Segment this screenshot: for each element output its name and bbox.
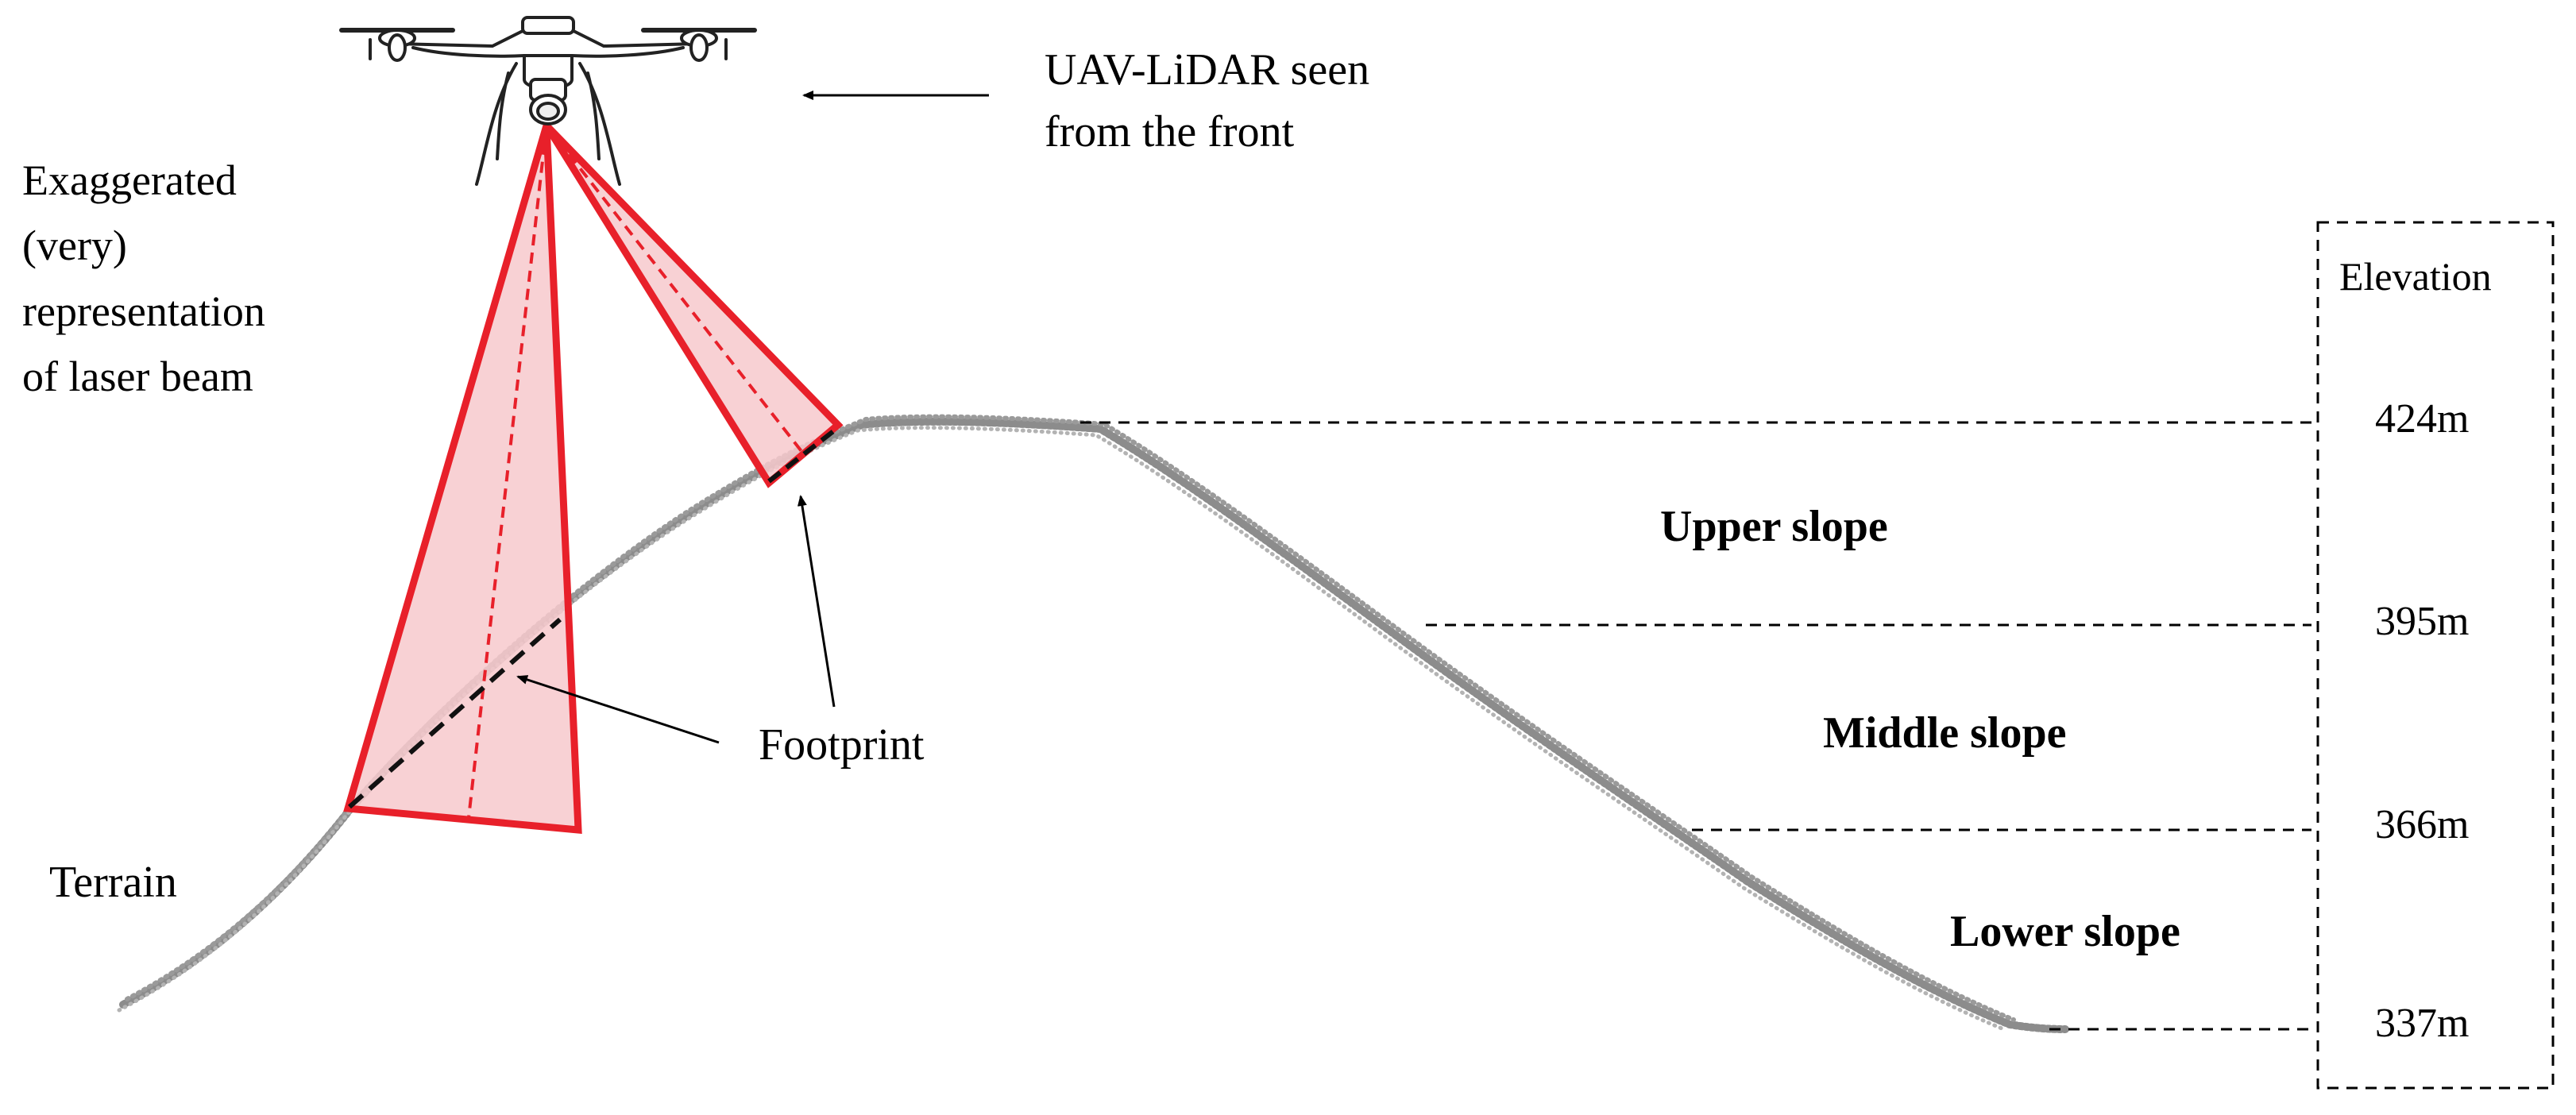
uav-label-line1: UAV-LiDAR seen — [1045, 45, 1370, 95]
beam-note-line2: (very) — [22, 222, 127, 269]
elevation-395: 395m — [2375, 599, 2470, 644]
terrain-label: Terrain — [49, 858, 177, 907]
beam-note-line4: of laser beam — [22, 353, 253, 400]
footprint-label: Footprint — [759, 720, 925, 770]
beam-note-line3: representation — [22, 287, 265, 335]
footprint-line-vertical — [348, 617, 562, 809]
slope-label-lower: Lower slope — [1950, 907, 2180, 956]
slope-label-upper: Upper slope — [1660, 502, 1888, 551]
laser-beam-oblique — [543, 122, 844, 488]
elevation-box — [2316, 221, 2555, 1090]
elevation-guide-lines — [1080, 421, 2311, 1031]
uav-label-line2: from the front — [1045, 107, 1295, 156]
uav-drone-icon — [339, 16, 757, 186]
beam-note-line1: Exaggerated — [22, 156, 237, 204]
elevation-424: 424m — [2375, 396, 2470, 442]
footprint-arrow-vertical — [516, 675, 720, 744]
footprint-line-oblique — [767, 426, 838, 484]
elevation-title: Elevation — [2339, 254, 2492, 299]
laser-beam-vertical — [343, 124, 582, 834]
elevation-337: 337m — [2375, 1001, 2470, 1046]
elevation-366: 366m — [2375, 802, 2470, 847]
footprint-arrow-oblique — [797, 495, 836, 708]
slope-label-middle: Middle slope — [1823, 708, 2067, 758]
